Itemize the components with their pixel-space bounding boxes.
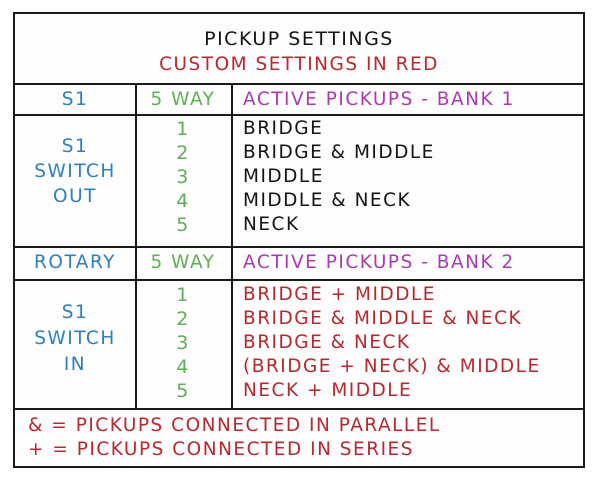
bank2-switch-line-1: S1 bbox=[61, 302, 89, 323]
bank1-switch-header: S1 bbox=[61, 89, 89, 110]
pickup-settings-chart: PICKUP SETTINGS CUSTOM SETTINGS IN RED S… bbox=[13, 12, 585, 468]
column-divider-1a bbox=[135, 83, 137, 246]
bank1-way-header: 5 WAY bbox=[150, 89, 216, 110]
column-divider-1b bbox=[135, 246, 137, 408]
bank1-setting-1: BRIDGE bbox=[243, 118, 324, 139]
bank1-setting-5: NECK bbox=[243, 214, 300, 235]
bank1-switch-line-1: S1 bbox=[61, 136, 89, 157]
bank2-setting-3: BRIDGE & NECK bbox=[243, 332, 411, 353]
bank2-setting-2: BRIDGE & MIDDLE & NECK bbox=[243, 308, 523, 329]
bank1-setting-3: MIDDLE bbox=[243, 166, 324, 187]
column-divider-2a bbox=[231, 83, 233, 246]
divider-bank1-header bbox=[15, 114, 583, 116]
bank2-setting-4: (BRIDGE + NECK) & MIDDLE bbox=[243, 356, 541, 377]
column-divider-2b bbox=[231, 246, 233, 408]
legend-parallel: & = PICKUPS CONNECTED IN PARALLEL bbox=[28, 415, 441, 436]
bank1-position-3: 3 bbox=[176, 166, 190, 188]
bank2-position-5: 5 bbox=[176, 380, 190, 402]
bank2-position-3: 3 bbox=[176, 332, 190, 354]
bank2-setting-1: BRIDGE + MIDDLE bbox=[243, 284, 436, 305]
bank1-active-header: ACTIVE PICKUPS - BANK 1 bbox=[243, 89, 515, 110]
divider-header bbox=[15, 83, 583, 85]
divider-bank2-header bbox=[15, 279, 583, 281]
bank2-switch-header: ROTARY bbox=[34, 252, 116, 273]
bank1-position-1: 1 bbox=[176, 118, 190, 140]
bank2-active-header: ACTIVE PICKUPS - BANK 2 bbox=[243, 252, 515, 273]
bank1-position-2: 2 bbox=[176, 142, 190, 164]
chart-subtitle: CUSTOM SETTINGS IN RED bbox=[159, 54, 439, 75]
bank1-switch-line-3: OUT bbox=[53, 186, 97, 207]
bank2-position-1: 1 bbox=[176, 284, 190, 306]
chart-title: PICKUP SETTINGS bbox=[204, 28, 394, 50]
bank2-way-header: 5 WAY bbox=[150, 252, 216, 273]
legend-series: + = PICKUPS CONNECTED IN SERIES bbox=[28, 439, 414, 460]
bank1-setting-2: BRIDGE & MIDDLE bbox=[243, 142, 435, 163]
divider-bank2-end bbox=[15, 408, 583, 410]
bank1-position-4: 4 bbox=[176, 190, 190, 212]
bank2-position-2: 2 bbox=[176, 308, 190, 330]
bank2-setting-5: NECK + MIDDLE bbox=[243, 380, 413, 401]
divider-bank1-end bbox=[15, 246, 583, 248]
bank2-switch-line-3: IN bbox=[63, 354, 87, 375]
bank1-position-5: 5 bbox=[176, 214, 190, 236]
bank1-setting-4: MIDDLE & NECK bbox=[243, 190, 412, 211]
bank2-switch-line-2: SWITCH bbox=[34, 328, 116, 349]
bank1-switch-line-2: SWITCH bbox=[34, 161, 116, 182]
bank2-position-4: 4 bbox=[176, 356, 190, 378]
